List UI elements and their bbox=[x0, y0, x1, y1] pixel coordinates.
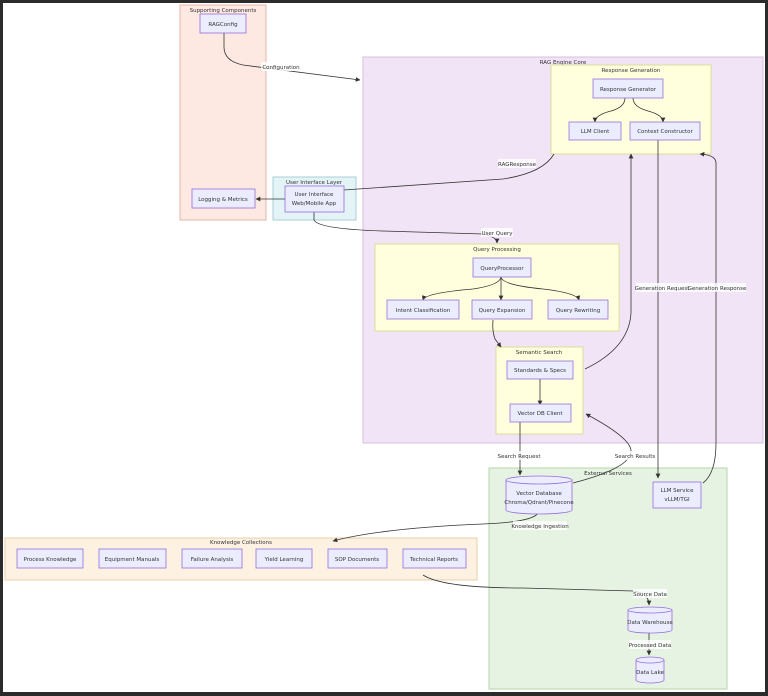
node-label-vdb-line1: Vector Database bbox=[516, 491, 562, 497]
group-label-external: External Services bbox=[584, 471, 632, 477]
node-llm-service[interactable]: LLM Service vLLM/TGI bbox=[652, 481, 702, 509]
diagram-canvas: Supporting Components RAG Engine Core Re… bbox=[3, 3, 765, 692]
edge-labels: Configuration RAGResponse User Query Gen… bbox=[261, 62, 747, 649]
node-llm-client[interactable]: LLM Client bbox=[568, 121, 622, 141]
node-label-failure-analysis: Failure Analysis bbox=[191, 557, 234, 563]
edge-label-processed-data: Processed Data bbox=[629, 643, 672, 649]
edge-label-generation-response: Generation Response bbox=[688, 286, 747, 292]
edge-generation-response bbox=[699, 151, 717, 484]
group-label-supporting: Supporting Components bbox=[190, 8, 257, 14]
node-technical-reports[interactable]: Technical Reports bbox=[402, 548, 467, 569]
group-label-response-gen: Response Generation bbox=[602, 68, 661, 74]
node-label-intent: Intent Classification bbox=[396, 308, 451, 314]
edge-qp-intent bbox=[421, 276, 502, 301]
node-ragconfig[interactable]: RAGConfig bbox=[199, 13, 247, 34]
group-label-rag-core: RAG Engine Core bbox=[540, 60, 587, 66]
edge-label-search-request: Search Request bbox=[498, 454, 542, 460]
node-query-expansion[interactable]: Query Expansion bbox=[471, 299, 533, 320]
node-query-rewriting[interactable]: Query Rewriting bbox=[547, 299, 609, 320]
node-label-expansion: Query Expansion bbox=[479, 308, 526, 314]
node-yield-learning[interactable]: Yield Learning bbox=[255, 548, 313, 569]
node-context-constructor[interactable]: Context Constructor bbox=[629, 121, 701, 141]
group-label-knowledge: Knowledge Collections bbox=[210, 540, 272, 546]
node-logging-metrics[interactable]: Logging & Metrics bbox=[191, 188, 256, 209]
group-label-semantic: Semantic Search bbox=[516, 350, 563, 356]
node-data-warehouse[interactable]: Data Warehouse bbox=[627, 606, 673, 634]
node-sop-documents[interactable]: SOP Documents bbox=[327, 548, 388, 569]
node-standards-specs[interactable]: Standards & Specs bbox=[506, 360, 574, 380]
node-label-rewriting: Query Rewriting bbox=[556, 308, 600, 314]
node-label-equipment-manuals: Equipment Manuals bbox=[105, 557, 160, 563]
flowchart: Supporting Components RAG Engine Core Re… bbox=[4, 4, 764, 690]
edge-qp-to-semantic bbox=[492, 319, 502, 348]
node-label-data-lake: Data Lake bbox=[636, 670, 664, 676]
node-label-query-processor: QueryProcessor bbox=[480, 266, 524, 272]
node-data-lake[interactable]: Data Lake bbox=[635, 656, 664, 684]
node-label-logging: Logging & Metrics bbox=[198, 197, 248, 203]
edge-rag-response-a bbox=[328, 153, 555, 192]
edge-label-knowledge-ingestion: Knowledge Ingestion bbox=[511, 524, 569, 530]
edge-rg-context bbox=[632, 97, 666, 123]
edge-label-generation-request: Generation Request bbox=[635, 286, 691, 292]
node-label-ui-line2: Web/Mobile App bbox=[292, 201, 337, 207]
node-failure-analysis[interactable]: Failure Analysis bbox=[181, 548, 243, 569]
group-label-query-proc: Query Processing bbox=[473, 247, 521, 253]
edge-knowledge-ingestion bbox=[332, 512, 539, 543]
node-response-generator[interactable]: Response Generator bbox=[592, 78, 664, 99]
edge-rg-llm-client bbox=[592, 97, 626, 123]
edge-configuration bbox=[223, 33, 361, 82]
node-user-interface[interactable]: User Interface Web/Mobile App bbox=[284, 185, 345, 213]
group-label-ui-layer: User Interface Layer bbox=[286, 180, 343, 186]
group-supporting-components: Supporting Components bbox=[179, 4, 267, 221]
node-label-standards: Standards & Specs bbox=[514, 368, 566, 374]
node-equipment-manuals[interactable]: Equipment Manuals bbox=[98, 548, 167, 569]
edge-label-rag-response: RAGResponse bbox=[498, 162, 537, 168]
node-label-llm-client: LLM Client bbox=[581, 129, 610, 135]
node-label-technical-reports: Technical Reports bbox=[409, 557, 458, 563]
edge-user-query bbox=[313, 212, 500, 244]
node-label-response-generator: Response Generator bbox=[600, 87, 657, 93]
node-query-processor[interactable]: QueryProcessor bbox=[472, 257, 532, 278]
edge-generation-request bbox=[584, 153, 634, 370]
node-process-knowledge[interactable]: Process Knowledge bbox=[16, 548, 84, 569]
node-label-vector-client: Vector DB Client bbox=[518, 411, 564, 417]
group-response-generation: Response Generation bbox=[550, 64, 712, 155]
node-label-ragconfig: RAGConfig bbox=[208, 22, 237, 28]
node-vector-database[interactable]: Vector Database Chroma/Qdrant/Pinecone bbox=[504, 475, 574, 515]
node-label-data-warehouse: Data Warehouse bbox=[627, 620, 673, 626]
node-label-ui-line1: User Interface bbox=[295, 192, 335, 198]
nodes: RAGConfig Logging & Metrics User Interfa… bbox=[16, 13, 702, 684]
edge-label-configuration: Configuration bbox=[262, 65, 300, 71]
node-label-vdb-line2: Chroma/Qdrant/Pinecone bbox=[504, 500, 574, 506]
node-label-llm-service-line1: LLM Service bbox=[661, 488, 695, 494]
node-label-sop-documents: SOP Documents bbox=[335, 557, 379, 563]
edge-label-search-results: Search Results bbox=[615, 454, 656, 460]
node-label-context-constructor: Context Constructor bbox=[637, 129, 693, 135]
edge-qp-rewriting bbox=[500, 276, 581, 301]
edge-label-source-data: Source Data bbox=[633, 592, 667, 598]
node-intent-classification[interactable]: Intent Classification bbox=[386, 299, 460, 320]
node-label-llm-service-line2: vLLM/TGI bbox=[664, 497, 690, 503]
node-label-yield-learning: Yield Learning bbox=[264, 557, 304, 563]
node-label-process-knowledge: Process Knowledge bbox=[24, 557, 77, 563]
node-vector-db-client[interactable]: Vector DB Client bbox=[509, 403, 572, 423]
edge-label-user-query: User Query bbox=[482, 231, 514, 237]
